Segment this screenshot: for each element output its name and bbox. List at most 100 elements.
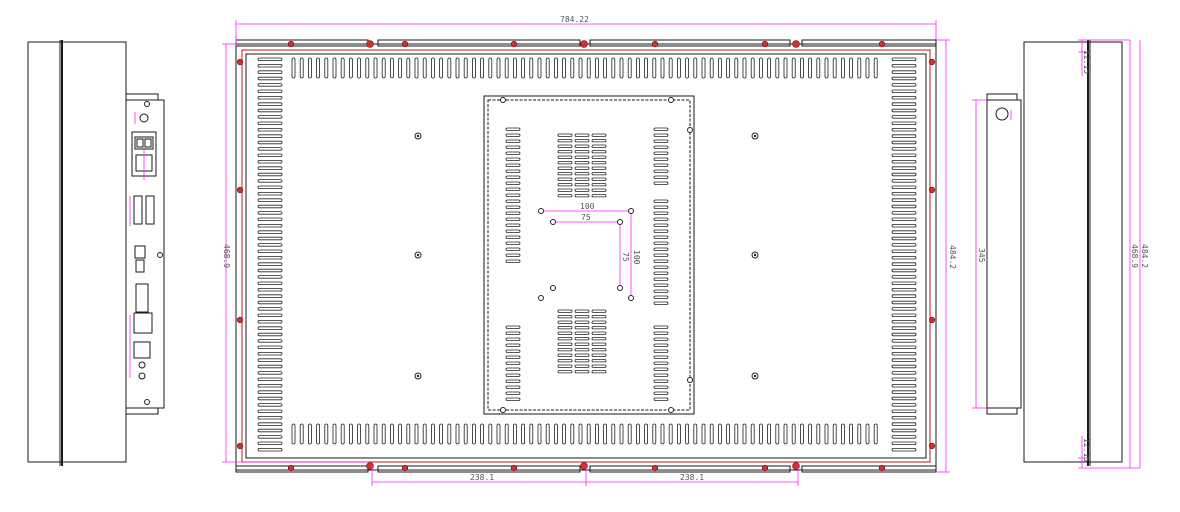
vent-slot: [718, 57, 722, 79]
vent-slot: [574, 326, 590, 330]
vent-slot: [891, 89, 917, 93]
vent-slot: [505, 175, 521, 179]
vent-slot: [891, 409, 917, 413]
vent-slot: [557, 309, 573, 313]
vent-slot: [591, 155, 607, 159]
vent-slot: [340, 57, 345, 79]
vent-slot: [505, 397, 521, 401]
vent-slot: [891, 140, 917, 145]
vent-slot: [891, 83, 917, 87]
vent-slot: [891, 223, 917, 228]
vent-slot: [574, 188, 590, 192]
dim-frame-height: 468.9: [222, 244, 231, 268]
vent-slot: [891, 268, 917, 273]
vent-slot: [332, 57, 337, 79]
vent-slot: [653, 337, 669, 341]
vent-slot: [574, 172, 590, 176]
vent-slot: [891, 255, 917, 260]
vent-slot: [653, 157, 669, 161]
vent-slot: [759, 57, 763, 79]
vent-slot: [257, 383, 283, 388]
vent-slot: [257, 223, 283, 228]
vent-slot: [750, 423, 755, 445]
vent-slot: [557, 155, 573, 159]
vent-slot: [562, 57, 566, 79]
vent-slot: [591, 364, 607, 368]
vent-slot: [791, 57, 796, 79]
vent-slot: [257, 415, 283, 420]
vent-slot: [653, 139, 669, 143]
dim-side-height: 345: [977, 248, 986, 263]
vent-slot: [557, 331, 573, 335]
vent-slot: [557, 161, 573, 165]
vent-slot: [257, 345, 283, 349]
vent-slot: [505, 211, 521, 215]
vent-slot: [653, 163, 669, 167]
vent-slot: [873, 423, 878, 445]
vent-slot: [591, 133, 607, 137]
vent-slot: [832, 57, 837, 79]
vent-slot: [586, 423, 591, 445]
vent-slot: [591, 326, 607, 330]
vent-slot: [808, 57, 812, 79]
vent-slot: [557, 337, 573, 341]
vent-slot: [430, 57, 435, 79]
vent-slot: [257, 64, 283, 68]
vent-slot: [257, 358, 283, 362]
vent-slot: [422, 57, 427, 79]
vent-slot: [891, 217, 917, 221]
vent-slot: [574, 315, 590, 319]
vent-slot: [891, 115, 917, 119]
vent-slot: [574, 359, 590, 363]
vent-slot: [619, 57, 624, 79]
vent-slot: [545, 57, 550, 79]
vent-slot: [471, 57, 476, 79]
vent-slot: [505, 343, 521, 347]
vent-slot: [578, 423, 583, 445]
vent-slot: [373, 423, 378, 445]
vent-slot: [891, 332, 917, 337]
vent-slot: [750, 57, 755, 79]
vent-slot: [653, 361, 669, 365]
vent-slot: [257, 287, 283, 292]
vent-slot: [257, 153, 283, 157]
vent-slot: [257, 326, 283, 330]
vent-slot: [627, 57, 632, 79]
vent-slot: [257, 268, 283, 273]
vent-slot: [611, 423, 616, 445]
vent-slot: [257, 447, 283, 452]
vent-slot: [357, 57, 362, 79]
vent-slot: [816, 423, 821, 445]
vent-slot: [574, 177, 590, 181]
vent-slot: [775, 57, 780, 79]
vent-slot: [891, 300, 917, 305]
vent-slot: [891, 358, 917, 362]
dim-overall-width: 784.22: [560, 15, 589, 24]
dim-bottom-span-left: 238.1: [470, 473, 494, 482]
vent-slot: [574, 331, 590, 335]
vent-slot: [734, 423, 739, 445]
dim-edge-top: 12.15: [1082, 50, 1091, 74]
vent-slot: [504, 423, 509, 445]
dim-vesa-outer-h: 100: [632, 250, 641, 265]
vent-slot: [891, 127, 917, 132]
vesa-pattern: 100 75 100 75: [538, 202, 641, 301]
right-side-view: 345 12.15 12.15 468.9 484.2: [972, 39, 1149, 469]
vent-slot: [891, 339, 917, 343]
vent-slot: [653, 343, 669, 347]
vent-slot: [653, 241, 669, 245]
vent-slot: [653, 379, 669, 383]
vent-slot: [591, 150, 607, 154]
vent-slot: [653, 127, 669, 131]
frame-fasteners: [236, 40, 936, 472]
vent-slot: [257, 204, 283, 209]
vent-slot: [316, 423, 321, 445]
vent-slot: [389, 57, 394, 79]
vent-slot: [257, 249, 283, 253]
vent-slot: [644, 423, 648, 445]
vent-slot: [257, 313, 283, 317]
vent-slot: [595, 423, 599, 445]
vent-slot: [545, 423, 550, 445]
dim-body-height: 484.2: [948, 245, 957, 269]
